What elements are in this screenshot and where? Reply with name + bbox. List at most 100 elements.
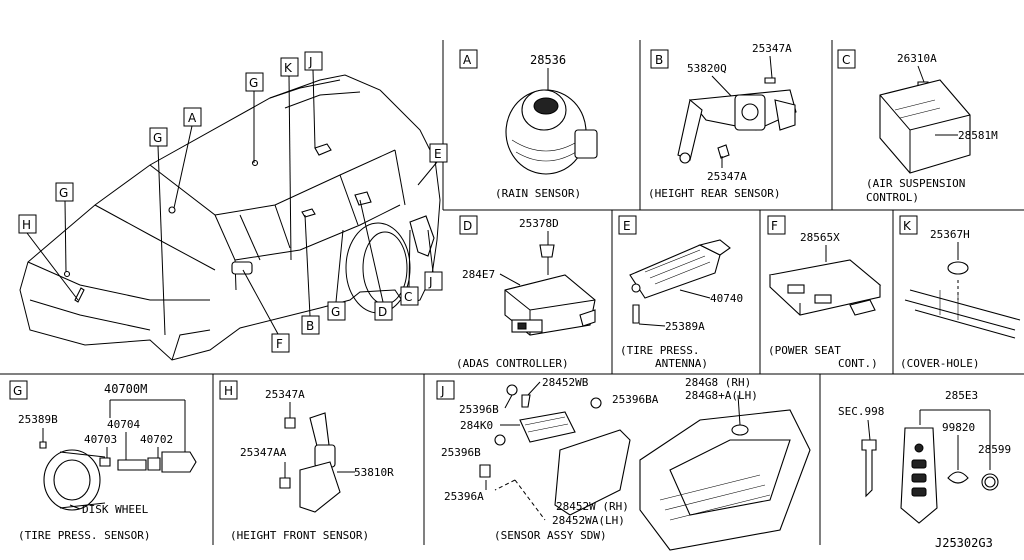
part-label: (ADAS CONTROLLER) [456, 357, 569, 370]
emblem [947, 471, 969, 484]
part-label: 25396A [444, 490, 484, 503]
part-label: F [771, 219, 778, 233]
part-label: (TIRE PRESS. SENSOR) [18, 529, 150, 542]
part-label: 284G8 (RH) [685, 376, 751, 389]
part-label: 28452WB [542, 376, 589, 389]
part-label: 40702 [140, 433, 173, 446]
part-label: E [434, 147, 442, 161]
sensor-module [519, 411, 576, 443]
panel-b-height-rear-sensor: B 25347A 53820Q 25347A (HEIGHT REAR SENS… [648, 42, 797, 200]
part-label: 28452WA(LH) [552, 514, 625, 527]
part-label: 284G8+A(LH) [685, 389, 758, 402]
callout-e [429, 143, 448, 163]
diagram-id: J25302G3 [935, 536, 993, 550]
part-label: 25347A [752, 42, 792, 55]
part-label: E [623, 219, 631, 233]
part-label: (HEIGHT REAR SENSOR) [648, 187, 780, 200]
part-label: J [428, 275, 433, 289]
part-label: D [463, 219, 472, 233]
part-label: 99820 [942, 421, 975, 434]
callout-j-right [424, 271, 443, 291]
part-label: CONT.) [838, 357, 878, 370]
callout-b [301, 315, 320, 335]
sensor-bracket [554, 429, 631, 516]
tire-pressure-sensor [161, 451, 197, 473]
panel-f-power-seat: F 28565X (POWER SEAT CONT.) [767, 215, 882, 370]
part-label: G [59, 186, 68, 200]
part-label: H [224, 384, 233, 398]
part-label: B [655, 53, 663, 67]
panel-key-fob: SEC.998 285E3 99820 28599 [838, 389, 1011, 524]
mechanical-key [861, 439, 877, 498]
part-label: ANTENNA) [655, 357, 708, 370]
part-label: 25347AA [240, 446, 287, 459]
part-label: K [903, 219, 912, 233]
part-label: 25396B [459, 403, 499, 416]
callout-f [271, 333, 290, 353]
part-label: 28452W (RH) [556, 500, 629, 513]
part-label: (HEIGHT FRONT SENSOR) [230, 529, 369, 542]
part-label: G [249, 76, 258, 90]
panel-a-rain-sensor: A 28536 (RAIN SENSOR) [459, 49, 598, 200]
part-label: 25367H [930, 228, 970, 241]
part-label: 25396B [441, 446, 481, 459]
part-label: A [188, 111, 197, 125]
part-label: 40740 [710, 292, 743, 305]
panel-d-adas-controller: D 25378D 284E7 (ADAS CONTROLLER) [456, 215, 596, 370]
panel-j-sensor-assy: J 28452WB 25396B 25396BA 284K0 25396B 25… [436, 376, 811, 551]
part-label: SEC.998 [838, 405, 884, 418]
part-label: G [153, 131, 162, 145]
part-label: H [22, 218, 31, 232]
part-label: DISK WHEEL [82, 503, 149, 516]
part-label: F [276, 337, 283, 351]
part-label: K [284, 61, 293, 75]
callout-d [374, 301, 393, 321]
tire-press-antenna-unit [629, 244, 721, 299]
callout-g-far-left [55, 182, 74, 202]
part-label: 25378D [519, 217, 559, 230]
part-label: C [404, 290, 412, 304]
part-label: 25396BA [612, 393, 659, 406]
overview-callouts: G K J G A G E H F B [18, 51, 448, 353]
part-label: 28599 [978, 443, 1011, 456]
callout-j-top [304, 51, 323, 71]
part-label: (SENSOR ASSY SDW) [494, 529, 607, 542]
part-label: 53810R [354, 466, 394, 479]
part-label: 40703 [84, 433, 117, 446]
part-label: 25389A [665, 320, 705, 333]
part-label: (POWER SEAT [768, 344, 841, 357]
part-label: 25347A [707, 170, 747, 183]
part-label: G [331, 305, 340, 319]
part-label: 40704 [107, 418, 140, 431]
part-label: 284K0 [460, 419, 493, 432]
cover-hole-plug [947, 261, 969, 275]
part-label: CONTROL) [866, 191, 919, 204]
part-label: 28565X [800, 231, 840, 244]
callout-a [183, 107, 202, 127]
part-label: D [378, 305, 387, 319]
part-label: 25389B [18, 413, 58, 426]
part-label: 40700M [104, 382, 147, 396]
part-label: J [440, 384, 445, 398]
panel-g-tire-press-sensor: G 40700M 25389B 40704 40703 40702 DISK W… [9, 380, 197, 542]
part-label: 28536 [530, 53, 566, 67]
panel-k-cover-hole: K 25367H (COVER-HOLE) [899, 215, 1021, 370]
part-label: 284E7 [462, 268, 495, 281]
part-label: (COVER-HOLE) [900, 357, 979, 370]
part-label: 28581M [958, 129, 998, 142]
part-label: G [13, 384, 22, 398]
panel-c-air-suspension: C 26310A 28581M (AIR SUSPENSION CONTROL) [837, 49, 998, 204]
part-label: (TIRE PRESS. [620, 344, 699, 357]
part-label: 285E3 [945, 389, 978, 402]
part-label: 25347A [265, 388, 305, 401]
panel-grid [0, 40, 1024, 545]
vehicle-overview [19, 74, 441, 361]
part-label: C [842, 53, 850, 67]
part-label: J [308, 55, 313, 69]
part-label: 53820Q [687, 62, 727, 75]
part-label: (AIR SUSPENSION [866, 177, 965, 190]
part-label: B [306, 319, 314, 333]
panel-e-tire-press-antenna: E 40740 25389A (TIRE PRESS. ANTENNA) [618, 215, 743, 370]
panel-h-height-front-sensor: H 25347A 25347AA 53810R (HEIGHT FRONT SE… [219, 380, 394, 542]
